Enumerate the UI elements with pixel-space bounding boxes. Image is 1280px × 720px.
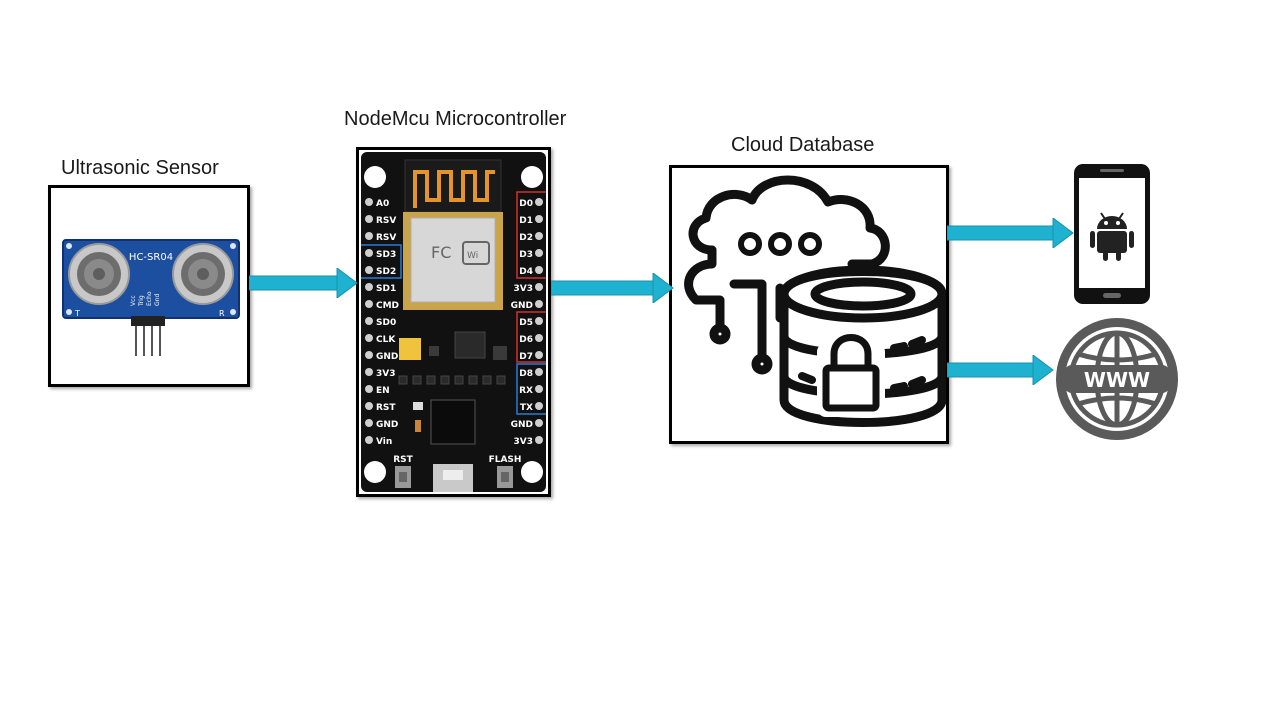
mcu-frame: FC Wi A0 RSV RSV SD3 SD2 SD1 CMD SD0 CLK… xyxy=(356,147,551,497)
mcu-right-pin: 3V3 xyxy=(514,284,534,294)
mcu-right-pin: TX xyxy=(520,403,533,413)
nodemcu-board-image: FC Wi A0 RSV RSV SD3 SD2 SD1 CMD SD0 CLK… xyxy=(361,152,546,492)
mcu-right-pin: D7 xyxy=(519,352,533,362)
android-phone-icon xyxy=(1074,164,1150,304)
mcu-right-pin: D4 xyxy=(519,267,533,277)
mcu-label: NodeMcu Microcontroller xyxy=(344,108,567,130)
svg-text:FC: FC xyxy=(431,243,451,262)
mcu-left-pin: RSV xyxy=(376,233,396,243)
mcu-left-pin: GND xyxy=(376,352,398,362)
www-text: WWW xyxy=(1084,368,1150,392)
mcu-right-pin: D5 xyxy=(519,318,533,328)
cloud-label: Cloud Database xyxy=(731,134,875,156)
mcu-left-pin: A0 xyxy=(376,199,389,209)
mcu-left-pin: RST xyxy=(376,403,396,413)
cloud-database-icon xyxy=(684,175,946,427)
sensor-label: Ultrasonic Sensor xyxy=(61,157,219,179)
ultrasonic-sensor-image: HC-SR04 T R Vcc Trig Echo Gnd xyxy=(62,239,240,356)
mcu-left-pin: SD0 xyxy=(376,318,396,328)
mcu-right-pin: D8 xyxy=(519,369,533,379)
mcu-left-pin: SD3 xyxy=(376,250,396,260)
mcu-right-pin: D0 xyxy=(519,199,533,209)
sensor-pin-echo: Echo xyxy=(146,291,153,306)
mcu-left-pins: A0 RSV RSV SD3 SD2 SD1 CMD SD0 CLK GND 3… xyxy=(365,198,399,447)
sensor-pin-vcc: Vcc xyxy=(130,295,137,306)
mcu-right-pin: D2 xyxy=(519,233,533,243)
sensor-r-text: R xyxy=(219,309,225,318)
sensor-pin-trig: Trig xyxy=(138,295,145,307)
arrow-mcu-to-cloud xyxy=(551,273,674,303)
mcu-right-pin: D1 xyxy=(519,216,533,226)
mcu-flash-button-label: FLASH xyxy=(489,455,522,465)
mcu-left-pin: SD1 xyxy=(376,284,396,294)
sensor-pin-gnd: Gnd xyxy=(154,294,161,306)
cloud-frame xyxy=(669,165,949,444)
mcu-right-pin: RX xyxy=(519,386,533,396)
globe-www-icon: WWW xyxy=(1056,318,1178,440)
mcu-left-pin: GND xyxy=(376,420,398,430)
mcu-right-pins: D0 D1 D2 D3 D4 3V3 GND D5 D6 D7 D8 RX TX… xyxy=(511,198,543,447)
mcu-left-pin: SD2 xyxy=(376,267,396,277)
sensor-frame: HC-SR04 T R Vcc Trig Echo Gnd xyxy=(48,185,250,387)
svg-text:Wi: Wi xyxy=(467,251,478,261)
mcu-left-pin: CLK xyxy=(376,335,396,345)
mcu-rst-button-label: RST xyxy=(393,455,413,465)
mcu-left-pin: RSV xyxy=(376,216,396,226)
mcu-right-pin: D6 xyxy=(519,335,533,345)
mcu-left-pin: CMD xyxy=(376,301,399,311)
arrow-sensor-to-mcu xyxy=(249,268,358,298)
mcu-left-pin: EN xyxy=(376,386,390,396)
mcu-right-pin: GND xyxy=(511,420,533,430)
mcu-left-pin: Vin xyxy=(376,437,392,447)
sensor-model-text: HC-SR04 xyxy=(129,252,173,263)
mcu-left-pin: 3V3 xyxy=(376,369,396,379)
arrow-cloud-to-web xyxy=(947,355,1054,385)
mcu-right-pin: GND xyxy=(511,301,533,311)
mcu-right-pin: D3 xyxy=(519,250,533,260)
sensor-t-text: T xyxy=(74,309,80,318)
arrow-cloud-to-phone xyxy=(947,218,1074,248)
mcu-right-pin: 3V3 xyxy=(514,437,534,447)
